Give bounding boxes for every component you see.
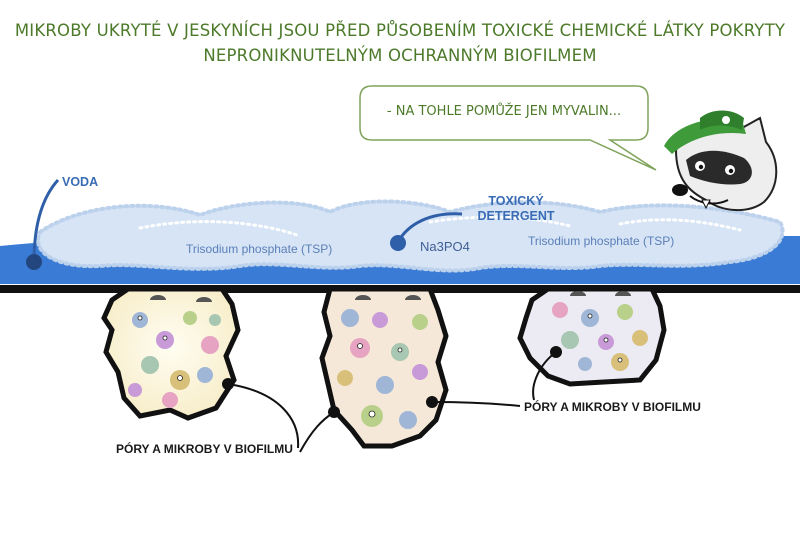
microbe-icon xyxy=(128,302,648,429)
title-line-1: MIKROBY UKRYTÉ V JESKYNÍCH JSOU PŘED PŮS… xyxy=(14,21,786,40)
foam-wave-inner xyxy=(138,215,742,238)
speech-bubble xyxy=(359,85,657,171)
pore-pocket-middle xyxy=(319,286,449,449)
pores-label-left: PÓRY A MIKROBY V BIOFILMU xyxy=(116,442,293,456)
pore-middle-pointer-line xyxy=(299,411,335,453)
umbrella-icon xyxy=(150,291,631,302)
toxic-detergent-label: TOXICKÝ DETERGENT xyxy=(476,194,556,224)
title-line-2: NEPRONIKNUTELNÝM OCHRANNÝM BIOFILMEM xyxy=(203,46,597,65)
tsp-label-right: Trisodium phosphate (TSP) xyxy=(528,234,675,248)
pore-middle2-pointer-line xyxy=(431,401,521,407)
page-title: MIKROBY UKRYTÉ V JESKYNÍCH JSOU PŘED PŮS… xyxy=(0,18,800,68)
tsp-label-left: Trisodium phosphate (TSP) xyxy=(186,242,333,256)
pores-label-right: PÓRY A MIKROBY V BIOFILMU xyxy=(524,400,701,414)
toxic-label-line-2: DETERGENT xyxy=(477,209,555,223)
water-pointer-line xyxy=(32,178,60,263)
foam-wave xyxy=(36,199,785,273)
formula-label: Na3PO4 xyxy=(420,239,470,254)
microbe-eyes xyxy=(137,313,623,418)
speech-bubble-text: - NA TOHLE POMŮŽE JEN MYVALIN... xyxy=(386,104,622,119)
raccoon-mascot-icon xyxy=(664,110,778,212)
pore-left-pointer-line xyxy=(227,383,300,449)
water-label: VODA xyxy=(62,175,99,189)
toxic-label-line-1: TOXICKÝ xyxy=(488,194,544,208)
